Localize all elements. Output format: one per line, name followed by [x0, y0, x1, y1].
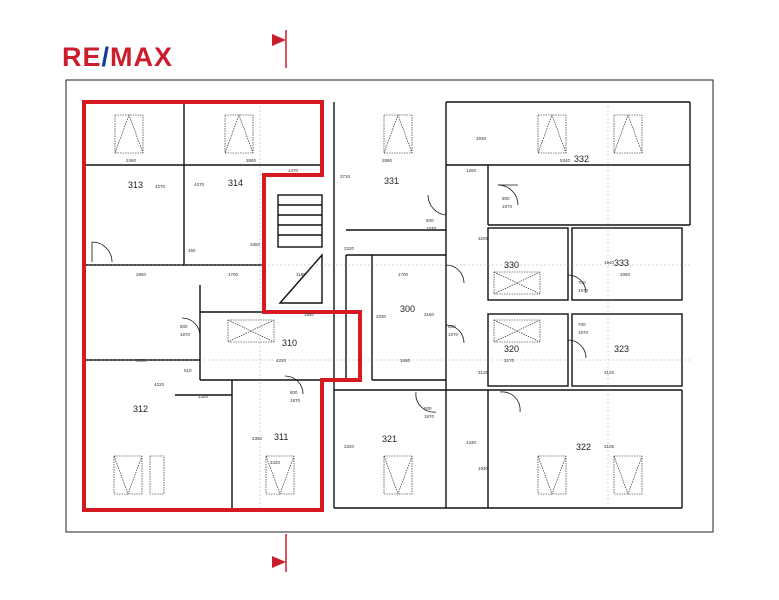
dimension-label: 2460: [126, 158, 137, 163]
dimension-label: 3320: [344, 444, 355, 449]
dimension-label: 3320: [344, 246, 355, 251]
section-marker-bottom: [272, 534, 287, 572]
dimension-label: 3105: [604, 444, 615, 449]
dimension-label: 3170: [504, 358, 515, 363]
dimension-label: 1970: [502, 204, 513, 209]
dimension-label: 1970: [578, 330, 589, 335]
door-swings: [91, 184, 587, 413]
room-label-331: 331: [384, 176, 399, 186]
dimension-label: 3420: [270, 460, 281, 465]
dimension-label: 2890: [382, 158, 393, 163]
dimension-label: 1970: [290, 398, 301, 403]
dimension-label: 1970: [180, 332, 191, 337]
dimension-label: 800: [180, 324, 188, 329]
dimension-label: 1680: [400, 358, 411, 363]
dimension-label: 1940: [604, 260, 615, 265]
plan-frame: [65, 79, 714, 533]
dimension-label: 800: [426, 218, 434, 223]
room-label-320: 320: [504, 344, 519, 354]
dimension-label: 800: [424, 406, 432, 411]
dimension-label: 1260: [466, 168, 477, 173]
dimension-label: 1700: [398, 272, 409, 277]
room-label-313: 313: [128, 180, 143, 190]
dimension-label: 800: [290, 390, 298, 395]
dimension-label: 700: [578, 280, 586, 285]
dimension-label: 1300: [198, 394, 209, 399]
dimension-label: 4220: [154, 382, 165, 387]
dimension-label: 4270: [194, 182, 205, 187]
room-label-310: 310: [282, 338, 297, 348]
highlighted-unit-outline: [82, 100, 362, 512]
dimension-label: 800: [448, 324, 456, 329]
dimension-labels: 2460 3860 1470 2890 1260 5340 4270 4270 …: [126, 136, 631, 471]
dimension-label: 1930: [476, 136, 487, 141]
dimension-label: 3350: [250, 242, 261, 247]
dimension-label: 4270: [155, 184, 166, 189]
room-label-322: 322: [576, 442, 591, 452]
room-label-314: 314: [228, 178, 243, 188]
dimension-label: 1970: [578, 288, 589, 293]
dimension-label: 3360: [252, 436, 263, 441]
dimension-label: 4220: [276, 358, 287, 363]
room-label-323: 323: [614, 344, 629, 354]
grid-lines: [84, 102, 690, 508]
dimension-label: 5340: [560, 158, 571, 163]
remax-logo: RE/MAX: [62, 42, 174, 72]
dimension-label: 1970: [448, 332, 459, 337]
dimension-label: 3710: [340, 174, 351, 179]
dimension-label: 3125: [604, 370, 615, 375]
room-label-333: 333: [614, 258, 629, 268]
room-labels: 313 314 331 332 330 333 300 310 320 323 …: [128, 154, 629, 452]
dimension-label: 3160: [424, 312, 435, 317]
room-label-321: 321: [382, 434, 397, 444]
room-label-332: 332: [574, 154, 589, 164]
window-symbols: [113, 114, 643, 495]
room-label-300: 300: [400, 304, 415, 314]
section-marker-top: [272, 30, 287, 68]
dimension-label: 2850: [620, 272, 631, 277]
dimension-label: 2850: [136, 358, 147, 363]
room-label-311: 311: [274, 432, 288, 442]
dimension-label: 700: [578, 322, 586, 327]
dimension-label: 510: [184, 368, 192, 373]
dimension-label: 1930: [478, 466, 489, 471]
dimension-label: 1470: [288, 168, 299, 173]
dimension-label: 1700: [228, 272, 239, 277]
dimension-label: 1970: [426, 226, 437, 231]
dimension-label: 2030: [376, 314, 387, 319]
dimension-label: 1180: [296, 272, 306, 277]
room-label-312: 312: [133, 404, 148, 414]
dimension-label: 2850: [136, 272, 147, 277]
dimension-label: 1330: [466, 440, 477, 445]
dimension-label: 3125: [478, 370, 489, 375]
dimension-label: 1550: [304, 312, 315, 317]
dimension-label: 450: [188, 248, 196, 253]
dimension-label: 1970: [424, 414, 435, 419]
dimension-label: 800: [502, 196, 510, 201]
room-label-330: 330: [504, 260, 519, 270]
dimension-label: 3860: [246, 158, 257, 163]
dimension-label: 3205: [478, 236, 489, 241]
